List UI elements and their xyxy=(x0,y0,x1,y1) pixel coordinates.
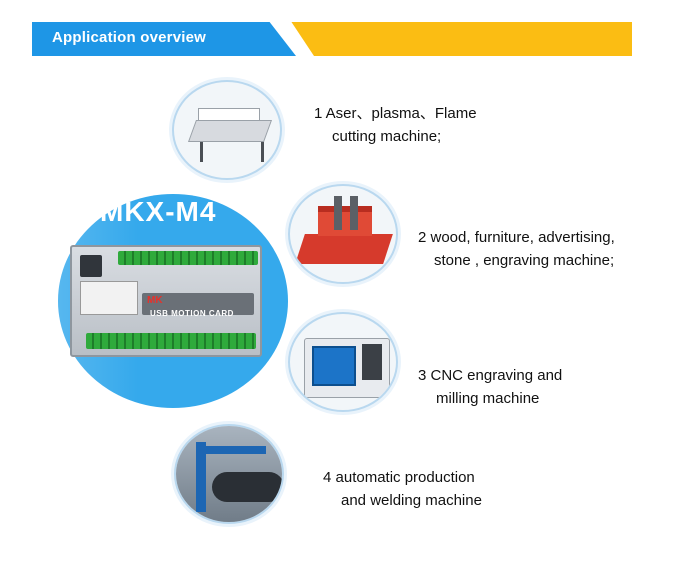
pipe-workpiece xyxy=(212,472,282,502)
cnc-mill-image xyxy=(288,312,398,412)
board-logo-plate xyxy=(142,293,254,315)
board-logo: MK xyxy=(147,295,163,306)
product-model-title: MKX-M4 xyxy=(100,196,217,227)
board-caption: USB MOTION CARD xyxy=(150,309,234,318)
router-spindle-2 xyxy=(350,196,358,230)
application-1-line2: cutting machine; xyxy=(332,128,442,145)
header-banner: Application overview xyxy=(32,22,632,56)
application-1-line1: 1 Aser、plasma、Flame xyxy=(314,105,477,122)
laser-stand xyxy=(200,142,264,162)
banner-title: Application overview xyxy=(52,29,207,46)
banner-blue-tab xyxy=(32,22,296,56)
motion-card-image: MK USB MOTION CARD xyxy=(70,245,262,357)
application-4-line2: and welding machine xyxy=(341,492,482,509)
welding-machine-image xyxy=(174,424,284,524)
cnc-control-panel xyxy=(362,344,382,380)
wood-router-image xyxy=(288,184,398,284)
application-2-text: 2 wood, furniture, advertising, stone , … xyxy=(418,226,615,272)
application-3-line1: 3 CNC engraving and xyxy=(418,367,563,384)
application-4-line1: 4 automatic production xyxy=(323,469,475,486)
welding-boom xyxy=(196,446,266,454)
application-4-text: 4 automatic production and welding machi… xyxy=(323,466,482,512)
router-gantry xyxy=(318,206,372,236)
usb-port-icon xyxy=(80,255,102,277)
welding-column xyxy=(196,442,206,512)
laser-cutter-image xyxy=(172,80,282,180)
terminal-block-top xyxy=(118,251,258,265)
application-2-line1: 2 wood, furniture, advertising, xyxy=(418,229,615,246)
laser-bed xyxy=(187,120,273,142)
cnc-door xyxy=(312,346,356,386)
router-table xyxy=(295,234,393,264)
application-2-line2: stone , engraving machine; xyxy=(434,252,615,269)
router-spindle xyxy=(334,196,342,230)
board-sticker xyxy=(80,281,138,315)
application-3-text: 3 CNC engraving and milling machine xyxy=(418,364,562,410)
application-3-line2: milling machine xyxy=(436,390,540,407)
application-1-text: 1 Aser、plasma、Flame cutting machine; xyxy=(314,102,477,148)
terminal-block-bottom xyxy=(86,333,256,349)
